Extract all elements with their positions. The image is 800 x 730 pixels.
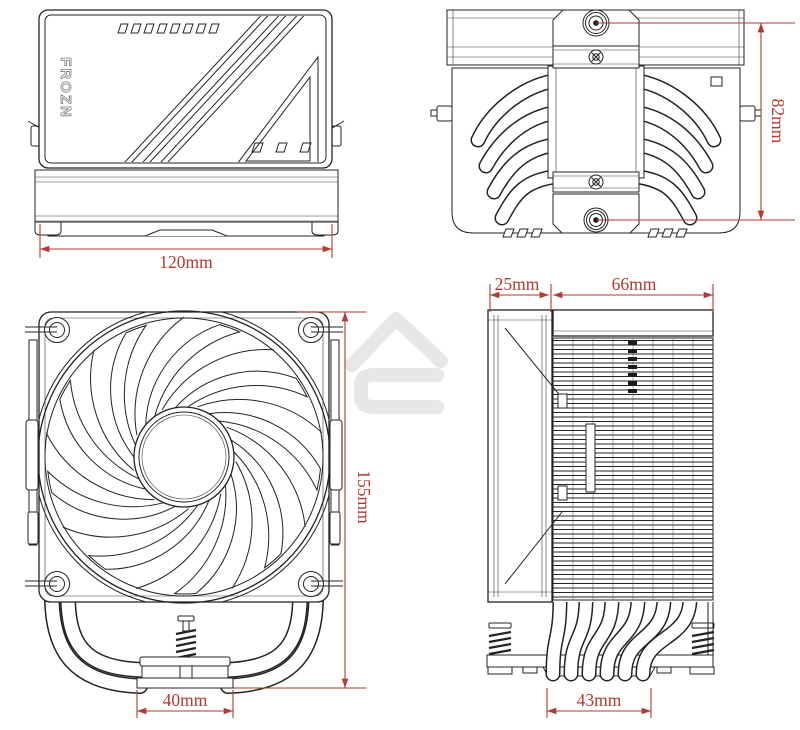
fan-clip-wires <box>504 327 596 585</box>
left-wing-clip <box>436 105 453 122</box>
dimension-annotations: 120mm 82mm 155mm 40mm 25mm 66mm 43mm <box>39 22 795 718</box>
side-heatpipes <box>545 590 698 682</box>
fin-stack <box>552 308 714 655</box>
spring-icon <box>691 630 715 656</box>
dim-label-base-width: 40mm <box>163 690 208 710</box>
dim-label-heatsink-depth: 66mm <box>612 274 657 294</box>
corner-screw-icon <box>44 317 70 343</box>
base-assembly <box>136 615 234 689</box>
dim-label-depth: 82mm <box>768 99 788 144</box>
screw-phillips-top-icon <box>588 49 604 65</box>
view-fan-top: FROZN <box>27 9 345 237</box>
brand-label: FROZN <box>57 57 74 119</box>
right-wing-clip <box>739 105 756 122</box>
dim-label-width: 120mm <box>159 252 213 272</box>
dim-label-base-depth: 43mm <box>577 690 622 710</box>
base-plate <box>136 677 234 689</box>
dim-label-fan-thickness: 25mm <box>495 274 540 294</box>
spring-icon <box>175 628 197 660</box>
dim-label-height: 155mm <box>354 470 374 524</box>
fin-notches <box>628 341 637 393</box>
side-base-assembly <box>486 622 715 677</box>
crossbar <box>139 656 231 667</box>
view-heatsink-top <box>430 9 762 238</box>
corner-screw-icon <box>44 571 70 597</box>
view-side <box>486 308 715 682</box>
corner-notch <box>710 76 723 87</box>
corner-screw-icon <box>298 317 324 343</box>
spring-icon <box>488 630 512 656</box>
brand-watermark-icon <box>345 312 448 414</box>
corner-screw-icon <box>298 571 324 597</box>
view-front-fan <box>25 310 343 694</box>
top-plate <box>552 309 714 337</box>
front-heatpipes <box>44 588 324 694</box>
fan-side-profile <box>487 309 553 603</box>
screw-cap <box>177 615 195 622</box>
right-foot <box>311 221 339 236</box>
right-clip <box>331 125 342 147</box>
left-foot <box>34 221 62 236</box>
bottom-vents <box>502 228 688 238</box>
fan-hub <box>133 406 235 508</box>
base-notch <box>144 229 228 237</box>
center-block <box>547 65 645 179</box>
screw-phillips-bottom-icon <box>588 174 604 190</box>
screw-wires <box>25 326 343 587</box>
fan-shroud-decor <box>111 16 319 162</box>
decor-triangle <box>232 55 319 162</box>
